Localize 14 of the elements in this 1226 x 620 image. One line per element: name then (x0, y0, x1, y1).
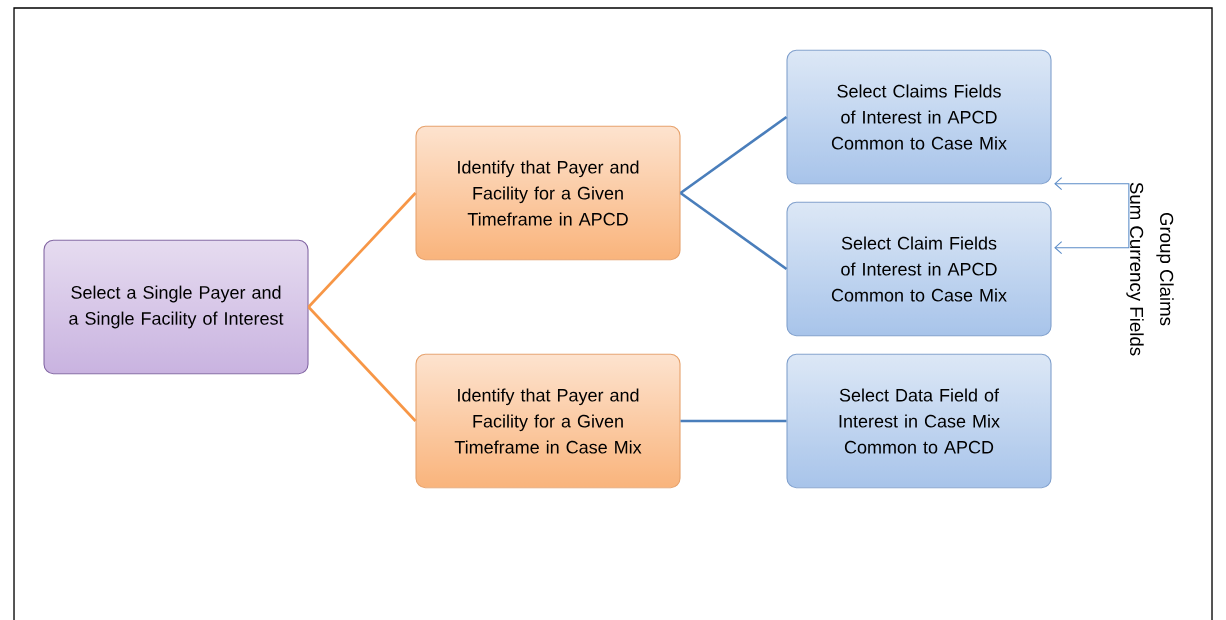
connector-line (307, 306, 417, 422)
connector-line (307, 192, 417, 308)
side-label: Sum Currency Fields (1126, 182, 1144, 356)
process-box: Identify that Payer and Facility for a Given Timeframe in Case Mix (415, 353, 681, 489)
process-box: Select Claim Fields of Interest in APCD Common to Case Mix (786, 201, 1052, 337)
process-box: Select a Single Payer and a Single Facility of Interest (43, 239, 309, 375)
process-box: Identify that Payer and Facility for a Given Timeframe in APCD (415, 125, 681, 261)
connector-line (680, 419, 787, 423)
process-box: Select Claims Fields of Interest in APCD Common to Case Mix (786, 49, 1052, 185)
process-box: Select Data Field of Interest in Case Mix Common to APCD (786, 353, 1052, 489)
connector-line (679, 115, 788, 195)
connector-line (679, 191, 788, 271)
side-label: Group Claims (1156, 212, 1174, 326)
bracket-arrow (1054, 177, 1130, 255)
